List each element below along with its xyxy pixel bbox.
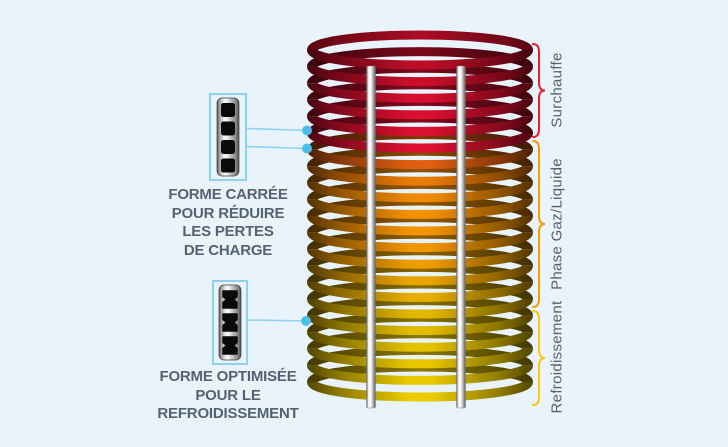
callout-connectors	[246, 125, 312, 326]
callout-label-line: DE CHARGE	[183, 241, 273, 259]
connector-dot	[302, 125, 312, 136]
callout-label-line: FORME OPTIMISÉE	[159, 368, 297, 385]
optimized-channel-tube-icon	[218, 284, 242, 361]
connector-dot	[301, 316, 311, 326]
callout-label-square-tube: FORME CARRÉE POUR RÉDUIRE LES PERTES DE …	[138, 186, 318, 260]
zone-brace	[532, 140, 546, 308]
callout-label-line: POUR RÉDUIRE	[171, 204, 285, 222]
zone-label-phase-gaz-liquide: Phase Gaz/Liquide	[548, 158, 566, 290]
callout-box-optimized-tube	[212, 280, 248, 365]
zone-label-refroidissement: Refroidissement	[548, 300, 566, 414]
callout-label-line: POUR LE	[195, 386, 261, 404]
support-rods	[366, 65, 466, 409]
callout-label-line: REFROIDISSEMENT	[157, 405, 299, 422]
zone-label-surchauffe: Surchauffe	[548, 52, 566, 128]
callout-label-line: FORME CARRÉE	[168, 186, 288, 203]
square-channel-tube-icon	[216, 97, 240, 177]
callout-box-square-tube	[209, 93, 247, 181]
coil-front-strands	[307, 48, 533, 402]
callout-label-line: LES PERTES	[182, 223, 274, 240]
connector-dot	[302, 143, 312, 154]
zone-brace	[532, 43, 546, 138]
callout-label-optimized-tube: FORME OPTIMISÉE POUR LE REFROIDISSEMENT	[138, 368, 318, 424]
zone-braces	[532, 43, 546, 406]
zone-brace	[532, 310, 546, 406]
